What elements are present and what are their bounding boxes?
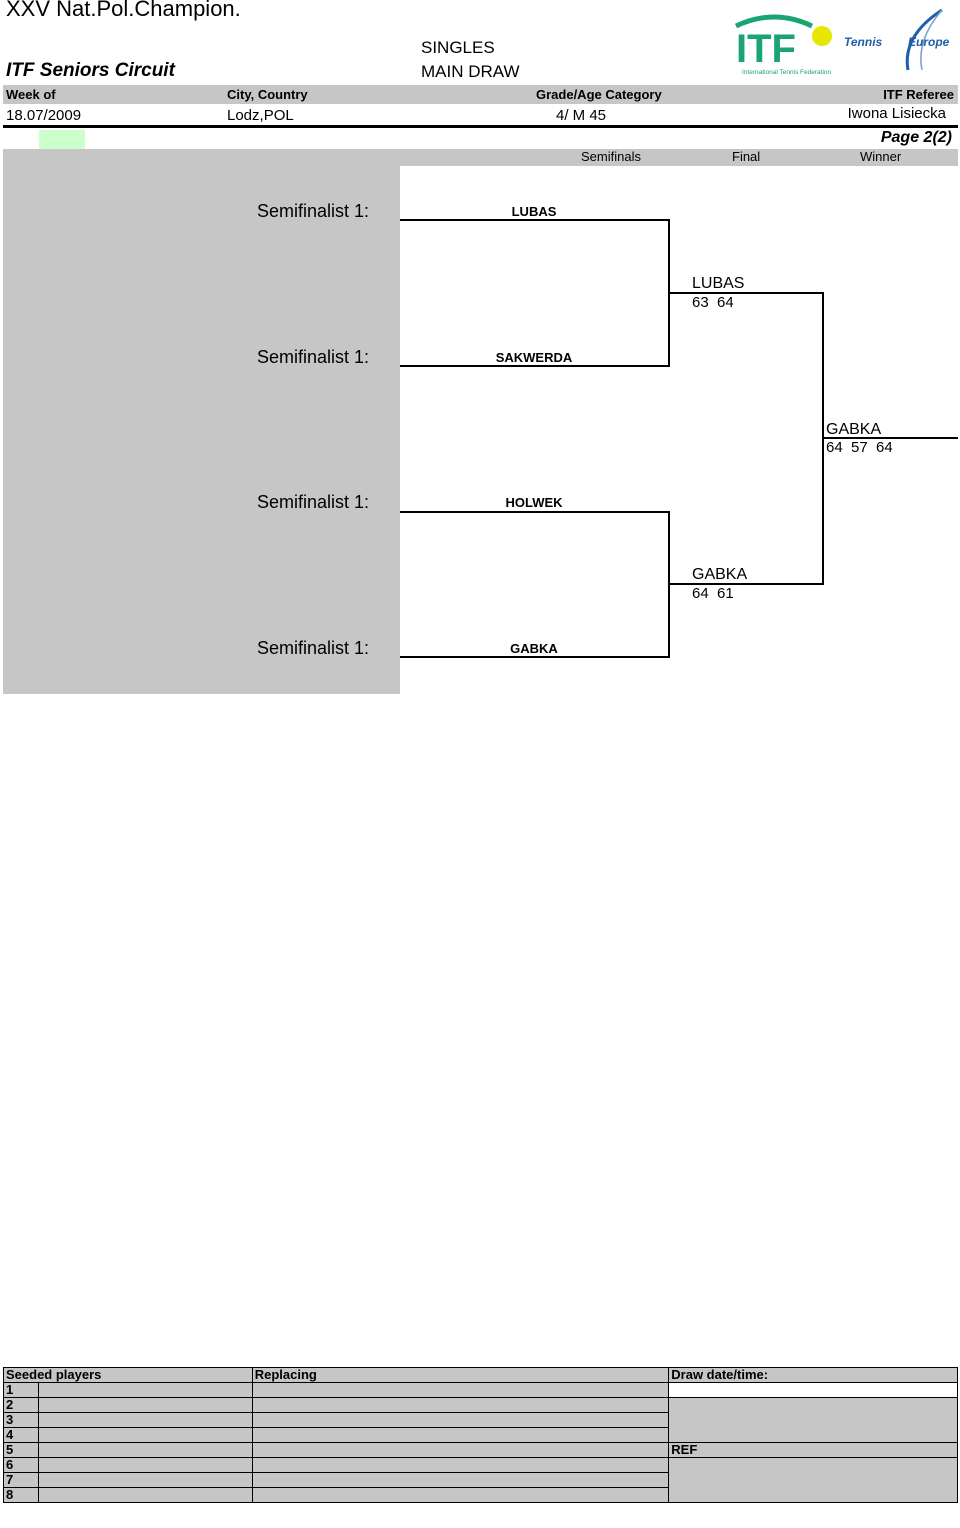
draw-date-header: Draw date/time: [668,1367,958,1383]
ref-area [668,1457,958,1503]
replacing-header: Replacing [251,1367,670,1383]
semifinalist-label: Semifinalist 1: [257,347,370,367]
seed-player [37,1457,253,1473]
seed-number: 8 [3,1487,39,1503]
seed-replacing [251,1457,670,1473]
semifinalist-label: Semifinalist 1: [257,201,370,221]
round-header-bar [3,149,958,166]
seed-number: 6 [3,1457,39,1473]
semifinalist-name: LUBAS [511,204,557,219]
tennis-europe-logo: Tennis Europe [842,6,958,83]
bracket-line [400,365,670,367]
ref-label: REF [668,1442,958,1458]
grade-header: Grade/Age Category [536,87,662,102]
bracket-line [400,511,670,513]
seed-number: 3 [3,1412,39,1428]
seed-replacing [251,1382,670,1398]
grade-value: 4/ M 45 [556,107,607,124]
city-value: Lodz,POL [227,107,294,124]
city-header: City, Country [227,87,308,102]
seed-player [37,1397,253,1413]
seed-player [37,1412,253,1428]
round-semifinals: Semifinals [581,149,641,164]
winner-name: GABKA [826,421,882,438]
seed-replacing [251,1442,670,1458]
finalist-name: GABKA [692,566,748,583]
itf-logo: ITF International Tennis Federation [734,12,834,83]
draw-date-cell [668,1382,958,1398]
seed-number: 4 [3,1427,39,1443]
info-header-bar [3,85,958,104]
week-value: 18.07/2009 [6,107,82,124]
referee-value: Iwona Lisiecka [847,105,946,122]
seed-replacing [251,1487,670,1503]
tournament-title: XXV Nat.Pol.Champion. [6,0,241,21]
seed-player [37,1382,253,1398]
header-rule [3,125,958,128]
seed-number: 5 [3,1442,39,1458]
seed-replacing [251,1412,670,1428]
page-number: Page 2(2) [880,129,952,146]
seeded-players-table: Seeded players Replacing Draw date/time:… [3,1367,958,1503]
circuit-name: ITF Seniors Circuit [6,60,175,81]
referee-header: ITF Referee [883,87,954,102]
seed-player [37,1472,253,1488]
winner-score: 64 57 64 [826,439,893,456]
seed-number: 1 [3,1382,39,1398]
week-header: Week of [6,87,56,102]
bracket-line [668,292,824,294]
finalist-name: LUBAS [692,275,745,292]
semifinalist-panel [3,166,400,694]
semifinalist-name: GABKA [510,641,558,656]
draw-type: MAIN DRAW [421,62,520,81]
round-winner: Winner [860,149,902,164]
seed-number: 7 [3,1472,39,1488]
green-cell [39,130,85,149]
seed-player [37,1487,253,1503]
itf-logo-subtext: International Tennis Federation [742,69,832,76]
bracket-line [668,583,824,585]
itf-logo-text: ITF [736,27,796,71]
bracket-line [400,219,670,221]
semifinalist-label: Semifinalist 1: [257,492,370,512]
seed-replacing [251,1397,670,1413]
bracket-line [400,656,670,658]
seed-player [37,1427,253,1443]
finalist-score: 63 64 [692,294,734,311]
round-final: Final [732,149,761,164]
seed-replacing [251,1427,670,1443]
event-type: SINGLES [421,38,495,57]
seeded-header: Seeded players [3,1367,253,1383]
draw-date-area [668,1397,958,1443]
seed-replacing [251,1472,670,1488]
semifinalist-label: Semifinalist 1: [257,638,370,658]
bracket-line [822,437,958,439]
semifinalist-name: HOLWEK [505,495,563,510]
finalist-score: 64 61 [692,585,734,602]
seed-number: 2 [3,1397,39,1413]
seed-player [37,1442,253,1458]
semifinalist-name: SAKWERDA [495,350,573,365]
te-logo-text-2: Europe [908,35,950,49]
te-logo-text-1: Tennis [844,35,883,49]
